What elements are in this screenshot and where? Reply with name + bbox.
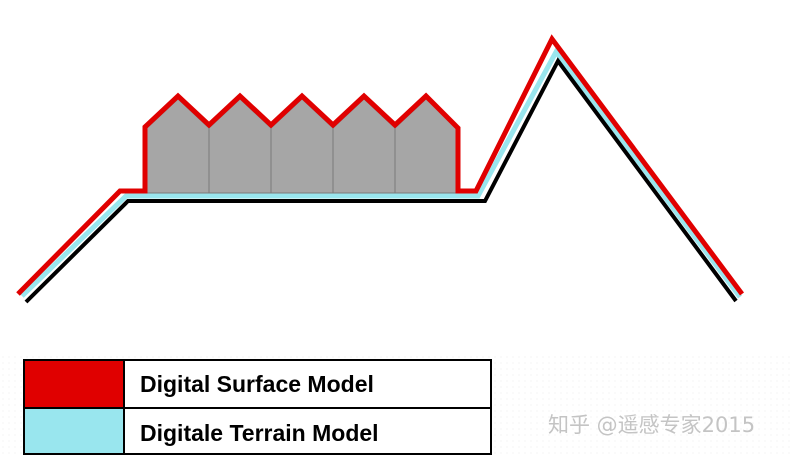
- watermark-text: 知乎 @遥感专家2015: [548, 413, 755, 437]
- legend-swatch-terrain: [25, 409, 123, 453]
- legend-swatch-surface: [25, 361, 123, 407]
- surface-model-line: [16, 34, 745, 296]
- terrain-shadow-line: [20, 47, 742, 299]
- legend-label-terrain: Digitale Terrain Model: [140, 420, 379, 446]
- legend: Digital Surface Model Digitale Terrain M…: [23, 359, 492, 455]
- terrain-model-line: [24, 57, 738, 304]
- legend-label-surface: Digital Surface Model: [140, 371, 374, 397]
